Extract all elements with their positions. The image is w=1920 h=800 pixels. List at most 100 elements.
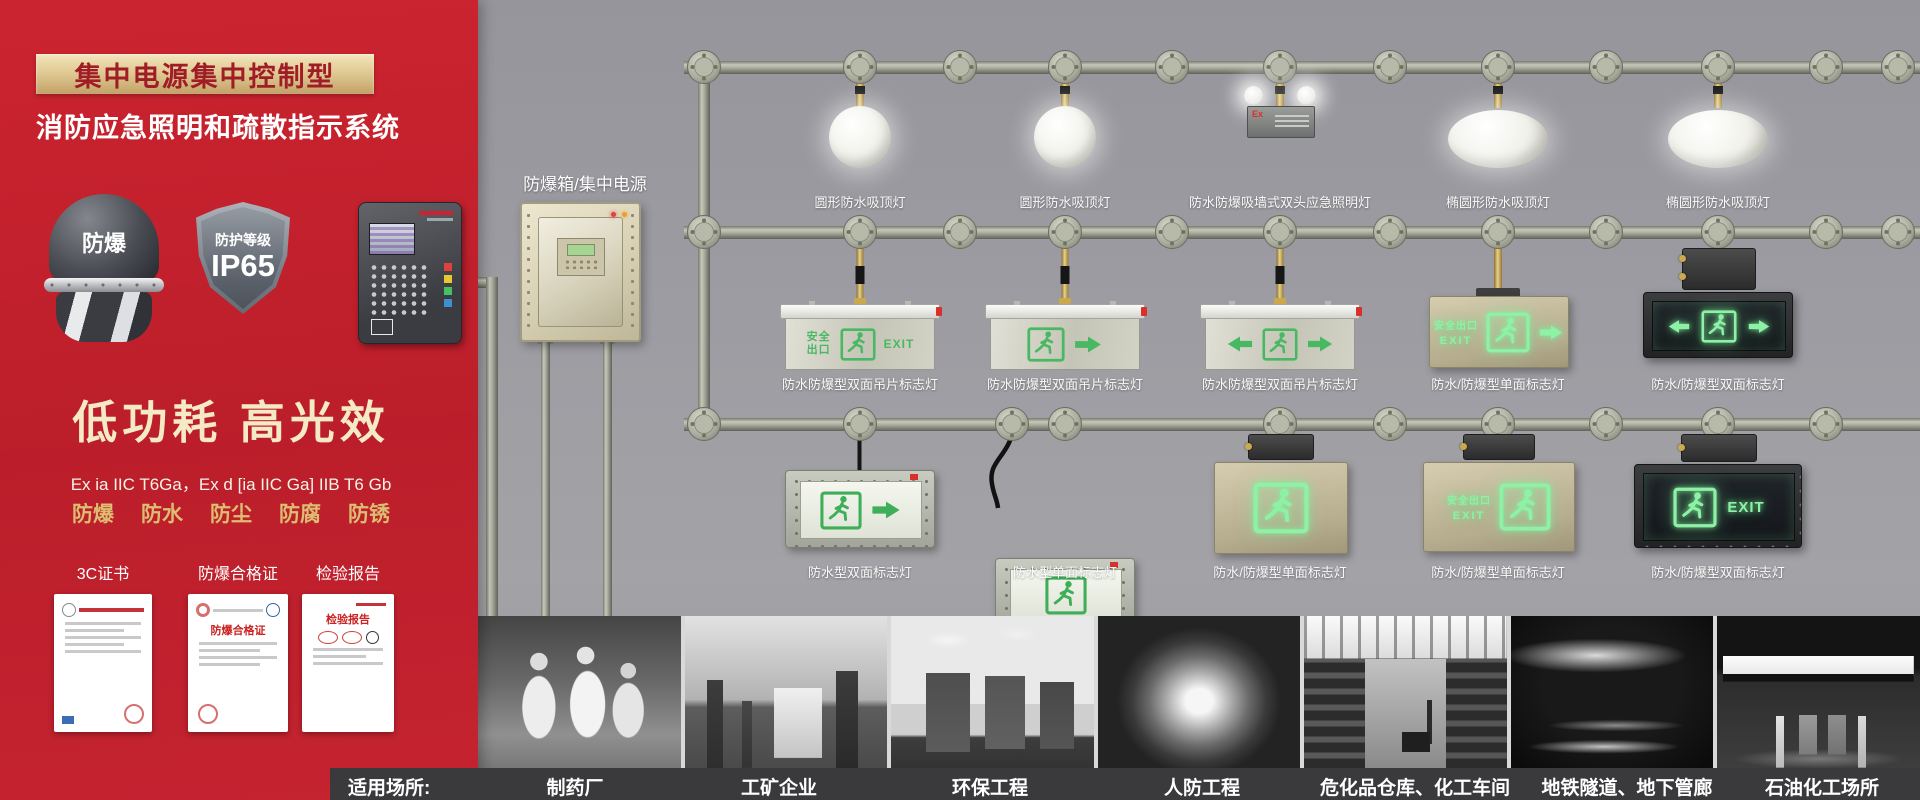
cert-document: 防爆合格证 — [188, 594, 288, 732]
feature-item: 防锈 — [348, 503, 390, 526]
exit-runner-pictogram — [1027, 327, 1065, 362]
cert-label: 检验报告 — [315, 566, 380, 583]
mounting-rail — [1200, 301, 1362, 319]
doc-line — [65, 622, 141, 625]
exit-text: EXIT — [1452, 510, 1486, 522]
location-item: 地铁隧道、地下管廊 — [1541, 778, 1713, 799]
power-box-display — [556, 238, 605, 276]
slogan: 低功耗 高光效 — [72, 397, 390, 448]
control-host-device — [358, 202, 462, 344]
hanging-exit-sign — [985, 301, 1147, 370]
arrow-right-icon — [1747, 319, 1771, 334]
ex-mark: Ex — [1252, 109, 1264, 119]
explosion-proof-exit-sign-black: EXIT — [1634, 464, 1802, 548]
device-brand-mark — [419, 211, 453, 215]
exit-runner-pictogram — [1673, 487, 1717, 528]
cma-seal — [317, 631, 338, 644]
scene-cooling-towers-photo — [891, 616, 1094, 768]
doc-line — [65, 629, 124, 632]
system-subtitle: 消防应急照明和疏散指示系统 — [36, 113, 400, 143]
arrow-left-icon — [1226, 335, 1254, 353]
scene-subway-tunnel-photo — [1510, 616, 1714, 768]
fixture-label: 防水防爆型双面吊片标志灯 — [1201, 377, 1359, 392]
status-leds — [611, 212, 627, 217]
doc-logo-blue — [62, 716, 74, 724]
safety-exit-text: 安全出口 — [1434, 321, 1478, 332]
exit-runner-pictogram — [1701, 310, 1737, 343]
doc-line — [199, 649, 260, 652]
sign-face: 安全出口 EXIT — [785, 319, 935, 370]
device-keypad — [369, 263, 429, 319]
doc-line — [313, 648, 383, 651]
safety-exit-text: 安全出口 — [1447, 496, 1491, 507]
application-photo-strip — [478, 616, 1920, 768]
scene-pharmaceutical-photo — [478, 616, 681, 768]
left-promo-panel: 集中电源集中控制型 消防应急照明和疏散指示系统 防爆 防护等级 IP65 低功耗… — [0, 0, 478, 800]
fixture-label: 防水/防爆型双面标志灯 — [1651, 565, 1785, 580]
sign-face — [990, 319, 1140, 370]
explosion-proof-power-box — [520, 202, 641, 342]
feature-item: 防爆 — [72, 503, 114, 526]
nameplate — [1275, 113, 1309, 127]
fixture-label: 防水防爆吸墙式双头应急照明灯 — [1188, 195, 1372, 210]
scene-civil-defense-tunnel-photo — [1097, 616, 1301, 768]
scene-gas-station-photo — [1717, 616, 1920, 768]
ip65-shield-icon: 防护等级 IP65 — [196, 202, 290, 314]
doc-red-stamp — [198, 704, 218, 724]
cert-inspection-report: 检验报告 检验报告 — [302, 560, 394, 732]
certificates-row: 3C证书 防爆合格证 — [0, 560, 478, 750]
location-item: 环保工程 — [951, 778, 1029, 799]
scene-chemical-warehouse-photo — [1304, 616, 1507, 768]
helmet-visor-band — [44, 278, 164, 292]
fixture-label: 椭圆形防水吸顶灯 — [1665, 195, 1771, 210]
exit-text: EXIT — [883, 337, 915, 351]
vent-holes — [629, 210, 636, 334]
fixture-label: 防水/防爆型单面标志灯 — [1431, 377, 1565, 392]
feature-item: 防腐 — [279, 503, 321, 526]
location-item: 工矿企业 — [740, 778, 818, 799]
round-ceiling-lamp — [1034, 106, 1096, 168]
helmet-label: 防爆 — [81, 231, 126, 256]
fixture-label: 防水防爆型双面吊片标志灯 — [781, 377, 939, 392]
cert-3c: 3C证书 — [54, 560, 152, 732]
doc-title: 检验报告 — [326, 614, 370, 626]
round-ceiling-lamp — [829, 106, 891, 168]
doc-header — [196, 603, 280, 617]
exit-runner-pictogram — [1262, 328, 1298, 361]
ex-certification-spec: Ex ia IIC T6Ga，Ex d [ia IIC Ga] IIB T6 G… — [70, 475, 392, 494]
cert-document: 检验报告 — [302, 594, 394, 732]
doc-logo-blue — [266, 603, 280, 617]
helmet-mask — [56, 292, 152, 342]
oval-ceiling-lamp — [1448, 110, 1548, 168]
safety-exit-text: 安全出口 — [806, 331, 831, 356]
arrow-right-icon — [1306, 335, 1334, 353]
cert-label: 防爆合格证 — [197, 566, 278, 583]
doc-header — [62, 603, 144, 617]
sign-face: EXIT — [1643, 473, 1795, 541]
wall-exit-sign-tan: 安全出口 EXIT — [1423, 462, 1575, 552]
fixture-label: 防水型单面标志灯 — [1012, 565, 1118, 580]
oval-ceiling-lamp — [1668, 110, 1768, 168]
lamp-head — [1297, 86, 1316, 105]
fixture-label: 防水型双面标志灯 — [807, 565, 913, 580]
lamp-head — [1244, 86, 1263, 105]
wall-exit-sign-tan — [1214, 462, 1348, 554]
vent-holes — [525, 210, 532, 334]
sign-face — [1205, 319, 1355, 370]
sign-face — [1652, 301, 1786, 351]
location-item: 石油化工场所 — [1764, 778, 1880, 799]
fixture-label: 防水/防爆型双面标志灯 — [1651, 377, 1785, 392]
helmet-dome — [49, 194, 159, 282]
fixture-label: 圆形防水吸顶灯 — [1019, 195, 1111, 210]
fixture-label: 椭圆形防水吸顶灯 — [1445, 195, 1551, 210]
device-exit-icon — [371, 319, 393, 335]
doc-line — [199, 663, 260, 666]
wall-exit-sign-tan: 安全出口 EXIT — [1429, 296, 1569, 368]
arrow-right-icon — [1073, 335, 1103, 354]
exit-runner-pictogram — [1499, 483, 1551, 531]
doc-line — [213, 608, 263, 612]
device-lcd — [369, 223, 415, 255]
mounting-rail — [985, 301, 1147, 319]
